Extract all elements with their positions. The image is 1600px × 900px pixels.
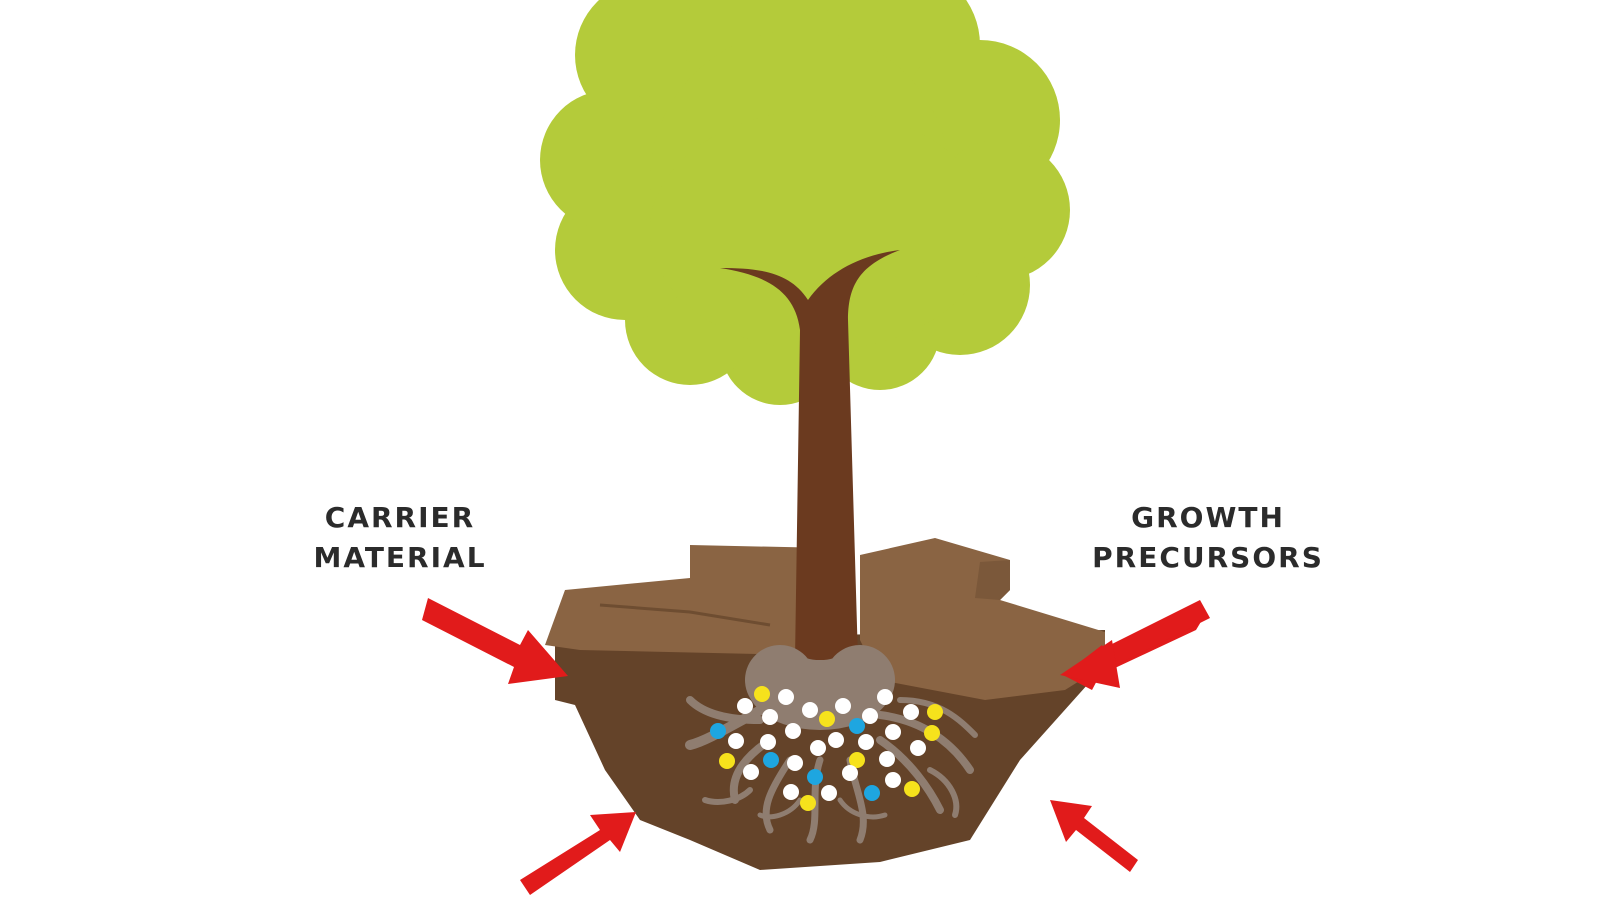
arrow-icon-growth: [1060, 600, 1210, 690]
arrow-icon-bottom-right: [1050, 800, 1138, 872]
label-growth-line1: GROWTH: [1131, 501, 1285, 534]
label-carrier-material: CARRIER MATERIAL: [300, 498, 500, 578]
tree-canopy: [540, 0, 1070, 405]
label-growth-line2: PRECURSORS: [1092, 541, 1324, 574]
soil-ledge: [975, 560, 1010, 600]
arrow-icon-bottom-left: [520, 812, 636, 895]
soil-top-right: [860, 538, 1105, 700]
soil-crack: [599, 603, 771, 627]
tree-roots: [685, 645, 978, 844]
label-growth-precursors: GROWTH PRECURSORS: [1068, 498, 1348, 578]
nutrient-particles: [710, 686, 943, 811]
arrow-icon-carrier: [422, 598, 568, 684]
tree-trunk: [720, 250, 900, 660]
soil-block: [545, 538, 1105, 870]
label-carrier-line2: MATERIAL: [313, 541, 487, 574]
soil-top-left: [545, 545, 830, 655]
label-carrier-line1: CARRIER: [324, 501, 476, 534]
